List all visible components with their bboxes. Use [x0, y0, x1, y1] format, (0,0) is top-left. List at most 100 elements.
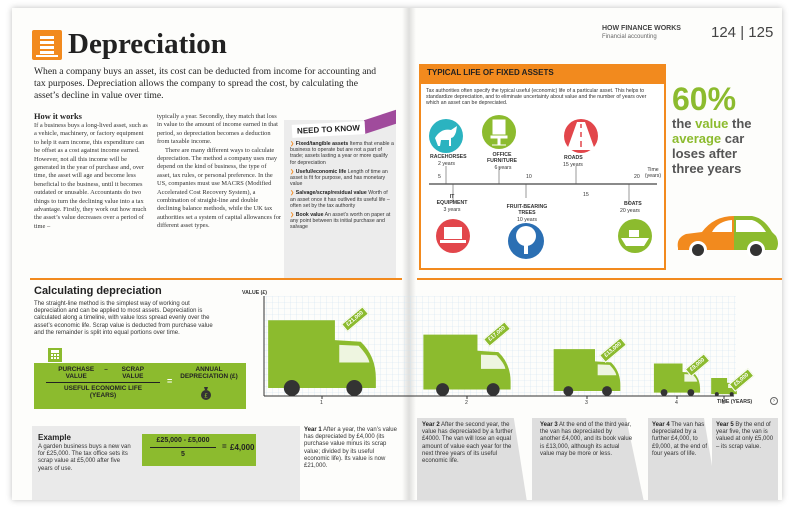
how-it-works-col1: If a business buys a long-lived asset, s… [34, 122, 148, 230]
need-to-know-item: ❯ Book value An asset’s worth on paper a… [290, 212, 394, 231]
van-wheel [486, 383, 500, 396]
need-to-know-item: ❯ Salvage/scrap/residual value Worth of … [290, 190, 394, 209]
van-wheel [602, 386, 612, 396]
year-description: The van has depreciated by a further £4,… [652, 422, 708, 457]
fixed-assets-heading: TYPICAL LIFE OF FIXED ASSETS [427, 68, 554, 77]
need-to-know-item: ❯ Useful/economic life Length of time an… [290, 169, 394, 188]
timeline-axis-label: Time (years) [644, 167, 662, 180]
van-window [480, 354, 506, 369]
arrow-icon: ❯ [290, 212, 296, 219]
timeline-tick-15: 15 [583, 192, 589, 198]
timeline-tick-20: 20 [634, 174, 640, 180]
van-body [553, 349, 621, 392]
asset-years-boats: 20 years [620, 208, 640, 214]
need-to-know-term: Book value [295, 212, 324, 219]
stat-word: the [672, 116, 692, 131]
formula-panel [34, 363, 246, 409]
stat-percent: 60% [672, 81, 737, 117]
stat-line-3: loses after [672, 146, 738, 161]
year-label: Year 3 [540, 422, 558, 428]
need-to-know-definition: Worth of an asset once it has outlived i… [290, 190, 390, 209]
fixed-assets-text: Tax authorities often specify the typica… [426, 88, 647, 107]
van-bar-year-1 [268, 320, 376, 399]
asset-years-racehorses: 2 years [438, 161, 456, 167]
section-rule-right [417, 278, 782, 280]
year-description: By the end of year five, the van is valu… [716, 422, 774, 450]
running-head: HOW FINANCE WORKS [602, 25, 681, 32]
year-4-text: Year 4 The van has depreciated by a furt… [652, 422, 710, 458]
fixed-assets-header-bar [419, 64, 666, 84]
arrow-icon: ❯ [290, 190, 296, 197]
asset-name-it-equipment: IT EQUIPMENT [436, 194, 468, 207]
year-label: Year 4 [652, 422, 670, 428]
formula-scrap-value: SCRAP VALUE [121, 366, 144, 380]
need-to-know-definition: Length of time an asset is fit for purpo… [290, 168, 388, 188]
van-body [653, 363, 701, 393]
year-description: At the end of the third year, the van ha… [540, 422, 633, 457]
example-heading: Example [38, 433, 71, 442]
year-description: After a year, the van’s value has deprec… [304, 427, 397, 470]
x-tick-label: 1 [320, 400, 323, 406]
formula-purchase-value: PURCHASE VALUE [58, 366, 95, 380]
van-window [684, 374, 698, 382]
need-to-know-item: ❯ Fixed/tangible assets Items that enabl… [290, 141, 394, 166]
chevron-right-icon: › [770, 397, 778, 405]
asset-name-fruit-trees: FRUIT-BEARING TREES [506, 204, 548, 217]
calculating-text: The straight-line method is the simplest… [34, 301, 213, 336]
van-depreciation-chart [263, 296, 737, 399]
timeline-tick-10: 10 [526, 174, 532, 180]
how-it-works-col2: typically a year. Secondly, they match t… [157, 113, 282, 231]
year-2-text: Year 2 After the second year, the value … [422, 422, 518, 465]
need-to-know-term: Fixed/tangible assets [295, 141, 349, 147]
svg-text:£: £ [204, 393, 208, 400]
example-formula-panel [142, 434, 256, 466]
year-5-box [712, 418, 778, 500]
example-fraction: £25,000 - £5,000 5 [146, 437, 220, 458]
page-numbers: 124 | 125 [711, 24, 774, 41]
van-bar-year-3 [553, 349, 621, 399]
asset-years-office-furniture: 6 years [494, 165, 512, 171]
example-equals: = [222, 442, 227, 451]
formula-useful-life: USEFUL ECONOMIC LIFE (YEARS) [64, 385, 142, 399]
van-bar-year-4 [653, 363, 701, 399]
need-to-know-panel [284, 120, 396, 280]
van-wheel [729, 392, 734, 397]
stat-line-2: average car [672, 131, 782, 146]
need-to-know-term: Salvage/scrap/residual value [295, 190, 367, 197]
year-label: Year 5 [716, 422, 734, 428]
calculator-icon [48, 348, 62, 362]
asset-years-it-equipment: 3 years [443, 207, 461, 213]
asset-name-racehorses: RACEHORSES [430, 154, 467, 160]
need-to-know-definition: Items that enable a business to operate … [290, 141, 394, 166]
stat-word: the [732, 116, 752, 131]
van-wheel [563, 386, 574, 396]
chart-y-label: VALUE (£) [242, 290, 267, 296]
year-3-box [532, 418, 644, 500]
van-body [711, 377, 737, 395]
x-tick-label: 5 [722, 400, 725, 406]
formula-equals: = [167, 376, 173, 386]
asset-name-boats: BOATS [624, 201, 642, 207]
stat-word-value: value [695, 116, 729, 131]
van-wheel [283, 380, 300, 396]
car-stat: 60% the value the average car loses afte… [672, 82, 782, 176]
van-wheel [660, 389, 668, 396]
formula-result: ANNUAL DEPRECIATION (£) [180, 366, 238, 380]
year-2-box [417, 418, 527, 500]
how-it-works-col2-para1: typically a year. Secondly, they match t… [157, 113, 278, 146]
need-to-know-term: Useful/economic life [295, 168, 347, 175]
example-text: A garden business buys a new van for £25… [38, 444, 131, 472]
need-to-know-list: ❯ Fixed/tangible assets Items that enabl… [290, 141, 394, 234]
year-label: Year 2 [422, 422, 440, 428]
year-description: After the second year, the value has dep… [422, 422, 513, 465]
chart-x-label: TIME (YEARS) [717, 399, 753, 405]
timeline-tick-5: 5 [438, 174, 441, 180]
money-bag-icon: £ [199, 386, 213, 400]
year-5-text: Year 5 By the end of year five, the van … [716, 422, 776, 451]
stat-word-average: average [672, 131, 722, 146]
how-it-works-col2-para2: There are many different ways to calcula… [157, 146, 282, 230]
year-3-text: Year 3 At the end of the third year, the… [540, 422, 634, 458]
van-bar-year-2 [423, 334, 511, 399]
asset-name-roads: ROADS [564, 155, 583, 161]
asset-timeline [429, 115, 657, 259]
